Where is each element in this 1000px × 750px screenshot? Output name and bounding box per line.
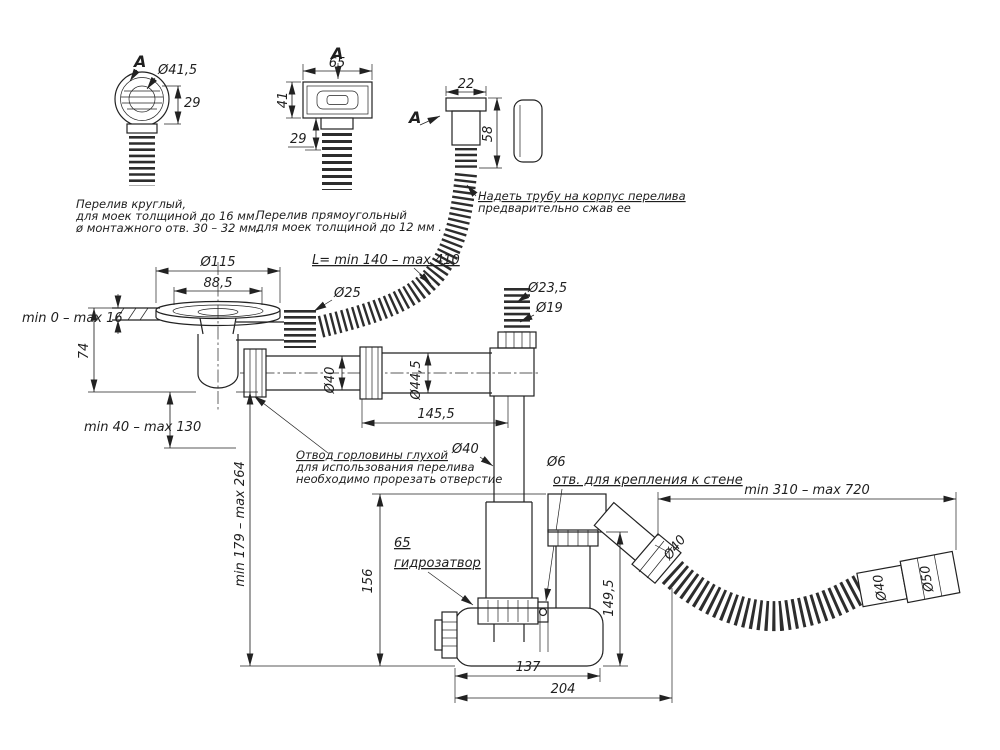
section-label-a1: A <box>132 52 146 71</box>
dim-sink-thickness: min 0 – max 16 <box>22 311 123 326</box>
dim-65-width: 65 <box>329 56 346 71</box>
dim-65-seal: 65 <box>394 536 411 551</box>
dim-88-5: 88,5 <box>204 276 233 291</box>
dim-d115: Ø115 <box>199 255 235 270</box>
standpipe: Ø23,5 Ø19 Ø40 Ø6 отв. для крепления к ст… <box>233 281 743 666</box>
flexible-outlet: Ø40 Ø50 min 310 – max 720 <box>657 483 961 632</box>
drain-head: Ø115 88,5 Ø25 min 0 – max 16 74 min 40 –… <box>22 255 502 486</box>
dim-137: 137 <box>516 660 542 675</box>
dim-d50-end: Ø50 <box>918 564 938 594</box>
dim-height-range: min 179 – max 264 <box>233 461 248 587</box>
dim-29-round: 29 <box>184 96 201 111</box>
section-label-a3: A <box>407 108 421 127</box>
dim-outlet-range: min 310 – max 720 <box>744 483 870 498</box>
section-label-a2: A <box>329 44 343 63</box>
dim-pipe-adjust: min 40 – max 130 <box>84 420 201 435</box>
rect-overflow-note-2: для моек толщиной до 12 мм . <box>255 220 442 234</box>
dim-d23-5: Ø23,5 <box>527 281 567 296</box>
dim-74: 74 <box>77 343 92 360</box>
flexible-corrugated-pipe <box>661 560 870 632</box>
blind-note-2: для использования перелива <box>295 460 475 474</box>
dim-29-rect: 29 <box>290 132 307 147</box>
clip-piece <box>513 99 543 163</box>
union-nut <box>243 348 267 398</box>
hose-note-1: Надеть трубу на корпус перелива <box>478 189 686 203</box>
hose-length-label: L= min 140 – max 410 <box>312 253 460 268</box>
overflow-hose <box>317 172 477 338</box>
blind-note-3: необходимо прорезать отверстие <box>296 472 502 486</box>
round-overflow-note-3: ø монтажного отв. 30 – 32 мм. <box>75 221 260 235</box>
round-overflow-note-1: Перелив круглый, <box>76 197 186 211</box>
elbow-body <box>489 347 535 397</box>
dim-d40-standpipe: Ø40 <box>451 442 479 457</box>
blind-note-1: Отвод горловины глухой <box>296 448 448 462</box>
dim-22: 22 <box>458 77 475 92</box>
trap-name-label: гидрозатвор <box>394 556 481 571</box>
union-nut <box>359 346 383 400</box>
diagonal-nut <box>631 532 682 585</box>
wall-mount-note: отв. для крепления к стене <box>553 473 743 488</box>
dim-41-height: 41 <box>276 92 291 109</box>
dim-d40-pipe: Ø40 <box>323 367 338 395</box>
rect-overflow-note-1: Перелив прямоугольный <box>256 208 407 222</box>
dim-145-5: 145,5 <box>417 407 454 422</box>
dim-d6: Ø6 <box>546 455 566 470</box>
dim-d41-5: Ø41,5 <box>157 63 197 78</box>
tailpipe: Ø40 Ø44,5 145,5 <box>240 346 540 428</box>
dim-d40-end: Ø40 <box>871 573 891 603</box>
dim-58: 58 <box>481 126 496 143</box>
overflow-fitting-view: A 22 58 Надеть трубу на корпус перелива … <box>312 77 686 338</box>
dim-d19: Ø19 <box>535 301 563 316</box>
dim-149-5: 149,5 <box>602 579 617 616</box>
rect-overflow-view: A 65 41 29 Перелив прямоугольный для мое… <box>255 44 442 234</box>
end-fitting-d50 <box>899 550 961 604</box>
dim-d44-5: Ø44,5 <box>409 360 424 400</box>
water-trap: 65 гидрозатвор Ø40 156 149,5 137 204 <box>240 493 689 703</box>
hose-note-2: предварительно сжав ее <box>478 201 631 215</box>
dim-204: 204 <box>551 682 576 697</box>
riser-nut <box>547 529 599 547</box>
dim-d25: Ø25 <box>333 286 361 301</box>
round-overflow-view: A Ø41,5 29 Перелив круглый, для моек тол… <box>75 52 260 235</box>
round-overflow-note-2: для моек толщиной до 16 мм. <box>75 209 258 223</box>
cleanout-cap <box>441 611 458 659</box>
dim-156: 156 <box>361 569 376 594</box>
